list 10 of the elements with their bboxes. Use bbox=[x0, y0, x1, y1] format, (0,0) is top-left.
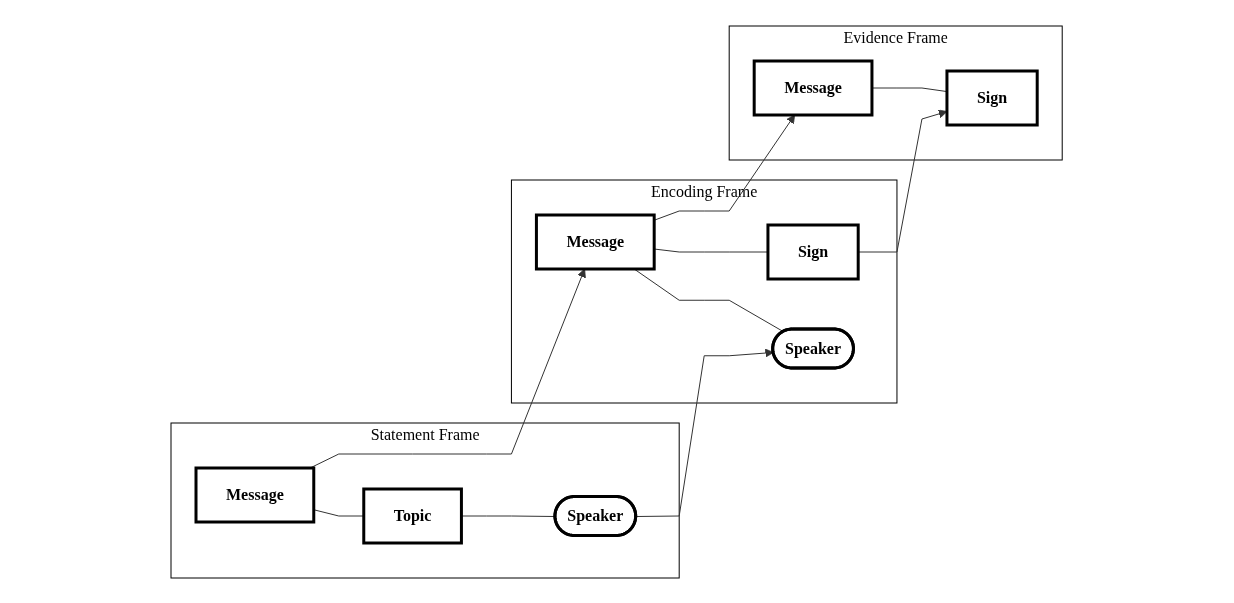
node-box: Message bbox=[194, 466, 316, 523]
node-box: Message bbox=[535, 213, 657, 270]
connector bbox=[654, 248, 769, 252]
arrow bbox=[654, 114, 796, 221]
arrow bbox=[310, 268, 587, 468]
arrow bbox=[858, 109, 948, 252]
node-box: Topic bbox=[362, 487, 464, 544]
node-box: Sign bbox=[945, 69, 1040, 126]
node-box: Message bbox=[753, 59, 874, 116]
node-box: Sign bbox=[766, 223, 861, 280]
